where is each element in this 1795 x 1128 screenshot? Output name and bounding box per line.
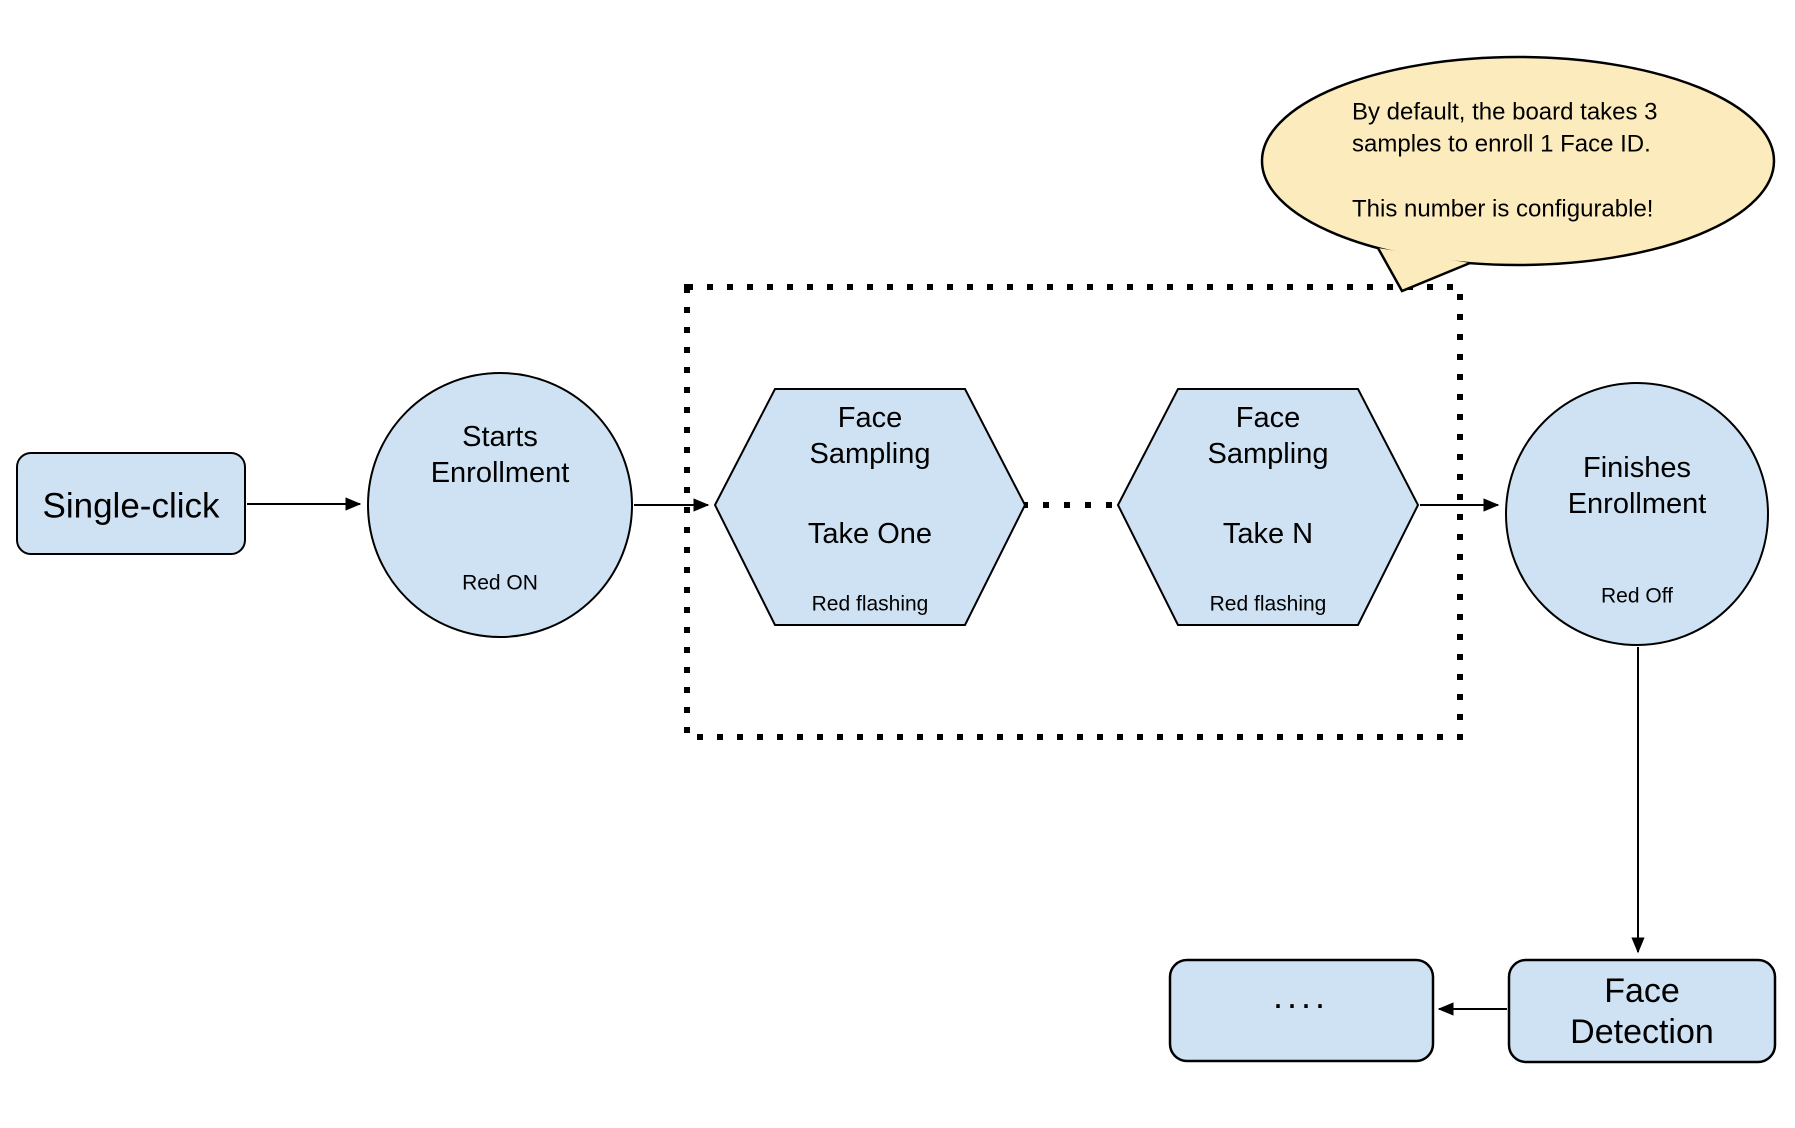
single-click-label: Single-click bbox=[43, 487, 220, 526]
callout-line-1: By default, the board takes 3 bbox=[1352, 99, 1658, 126]
callout-ellipse bbox=[1260, 55, 1776, 267]
finishes-enrollment-node: Finishes Enrollment Red Off bbox=[1505, 382, 1769, 646]
take-n-title-line1: Face bbox=[1236, 402, 1300, 434]
callout-line-2: samples to enroll 1 Face ID. bbox=[1352, 131, 1651, 158]
starts-enrollment-node: Starts Enrollment Red ON bbox=[367, 372, 633, 638]
sampling-loop-boundary bbox=[684, 284, 1463, 740]
face-detection-title-line1: Face bbox=[1604, 972, 1680, 1010]
face-detection-title-line2: Detection bbox=[1570, 1013, 1714, 1051]
face-sampling-take-n-node: Face Sampling Take N Red flashing bbox=[1116, 388, 1420, 626]
take-one-title-line2: Sampling bbox=[810, 438, 931, 470]
take-n-title-line2: Sampling bbox=[1208, 438, 1329, 470]
face-sampling-take-one-node: Face Sampling Take One Red flashing bbox=[713, 388, 1027, 626]
face-sampling-take-one-shape bbox=[713, 388, 1027, 626]
single-click-node: Single-click bbox=[16, 452, 246, 555]
take-n-step-label: Take N bbox=[1223, 518, 1313, 550]
starts-enrollment-shape bbox=[367, 372, 633, 638]
finishes-enrollment-title-line1: Finishes bbox=[1583, 452, 1691, 484]
starts-enrollment-title-line2: Enrollment bbox=[431, 457, 570, 489]
finishes-enrollment-led-status: Red Off bbox=[1601, 585, 1673, 608]
take-one-step-label: Take One bbox=[808, 518, 932, 550]
callout-bubble: By default, the board takes 3 samples to… bbox=[1260, 55, 1776, 293]
continuation-node: .... bbox=[1168, 958, 1435, 1063]
starts-enrollment-title-line1: Starts bbox=[462, 421, 538, 453]
starts-enrollment-led-status: Red ON bbox=[462, 572, 538, 595]
continuation-label: .... bbox=[1273, 975, 1329, 1016]
take-one-led-status: Red flashing bbox=[812, 593, 929, 616]
finishes-enrollment-shape bbox=[1505, 382, 1769, 646]
face-detection-node: Face Detection bbox=[1507, 958, 1777, 1064]
single-click-shape bbox=[16, 452, 246, 555]
finishes-enrollment-title-line2: Enrollment bbox=[1568, 488, 1707, 520]
callout-line-3: This number is configurable! bbox=[1352, 196, 1653, 223]
take-one-title-line1: Face bbox=[838, 402, 902, 434]
continuation-shape bbox=[1168, 958, 1435, 1063]
callout-tail bbox=[1376, 247, 1471, 293]
take-n-led-status: Red flashing bbox=[1210, 593, 1327, 616]
face-detection-shape bbox=[1507, 958, 1777, 1064]
face-sampling-take-n-shape bbox=[1116, 388, 1420, 626]
